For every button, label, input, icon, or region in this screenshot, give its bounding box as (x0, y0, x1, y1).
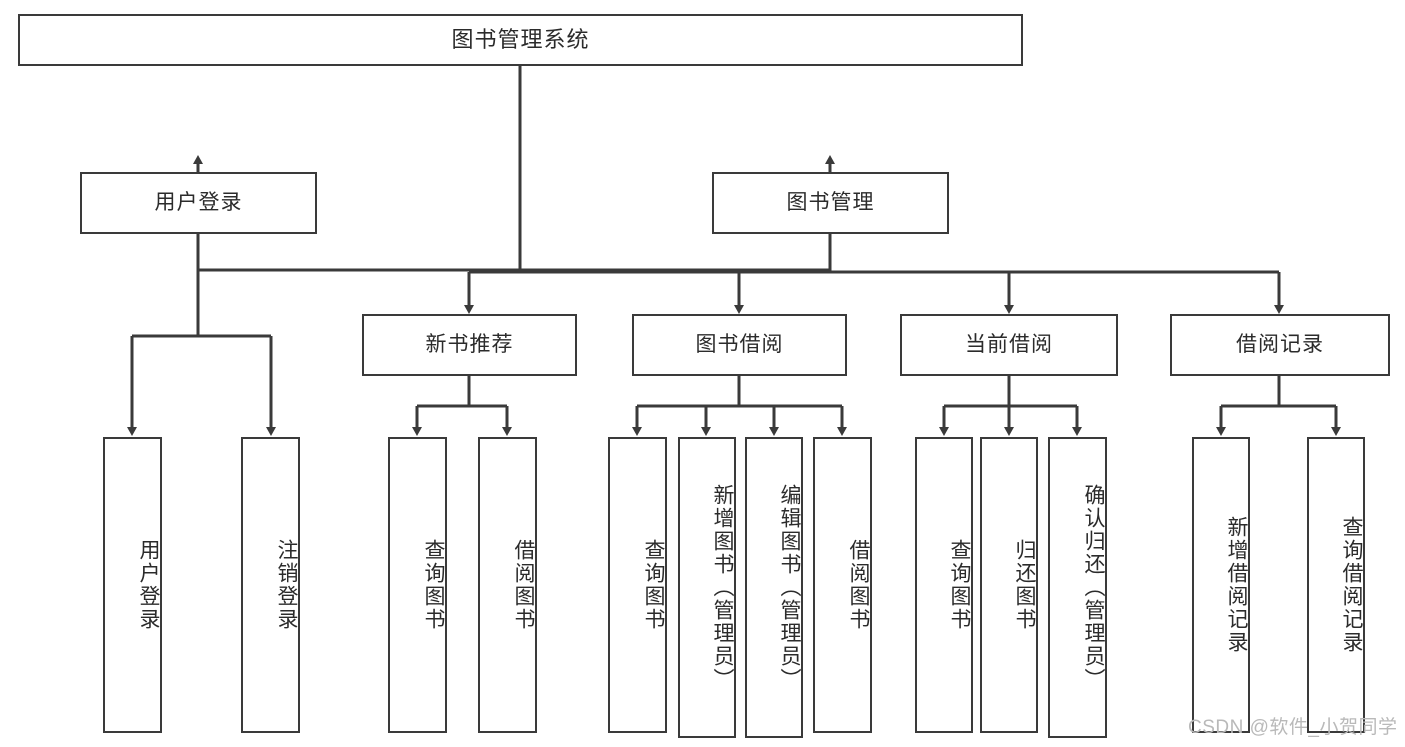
leaf-confirm-return-admin[interactable]: 确认归还（管理员） (1048, 437, 1107, 738)
leaf-borrow-query-book-label: 查询图书 (642, 539, 665, 631)
node-book-manage[interactable]: 图书管理 (712, 172, 949, 234)
leaf-new-book-query-label: 查询图书 (422, 539, 445, 631)
leaf-confirm-return-admin-label: 确认归还（管理员） (1082, 484, 1105, 691)
leaf-add-book-admin[interactable]: 新增图书（管理员） (678, 437, 736, 738)
leaf-return-book-label: 归还图书 (1013, 539, 1036, 631)
node-user-login-label: 用户登录 (154, 191, 243, 215)
leaf-query-borrow-record[interactable]: 查询借阅记录 (1307, 437, 1365, 733)
leaf-new-book-borrow[interactable]: 借阅图书 (478, 437, 537, 733)
node-borrow-record-label: 借阅记录 (1236, 333, 1324, 357)
leaf-add-book-admin-label: 新增图书（管理员） (711, 484, 734, 691)
leaf-edit-book-admin-label: 编辑图书（管理员） (778, 484, 801, 691)
leaf-new-book-borrow-label: 借阅图书 (512, 539, 535, 631)
leaf-logout[interactable]: 注销登录 (241, 437, 300, 733)
node-new-book-recommend-label: 新书推荐 (425, 333, 514, 357)
csdn-watermark: CSDN @软件_小贺同学 (1188, 717, 1398, 738)
leaf-new-book-query[interactable]: 查询图书 (388, 437, 447, 733)
leaf-return-book[interactable]: 归还图书 (980, 437, 1038, 733)
node-book-borrow[interactable]: 图书借阅 (632, 314, 847, 376)
leaf-current-query-book-label: 查询图书 (948, 539, 971, 631)
node-book-borrow-label: 图书借阅 (695, 333, 784, 357)
leaf-query-borrow-record-label: 查询借阅记录 (1340, 516, 1363, 654)
leaf-user-login-label: 用户登录 (137, 539, 160, 631)
node-current-borrow[interactable]: 当前借阅 (900, 314, 1118, 376)
node-book-manage-label: 图书管理 (786, 191, 875, 215)
leaf-add-borrow-record-label: 新增借阅记录 (1225, 516, 1248, 654)
node-root-label: 图书管理系统 (451, 26, 590, 52)
node-borrow-record[interactable]: 借阅记录 (1170, 314, 1390, 376)
leaf-borrow-book[interactable]: 借阅图书 (813, 437, 872, 733)
leaf-borrow-query-book[interactable]: 查询图书 (608, 437, 667, 733)
leaf-add-borrow-record[interactable]: 新增借阅记录 (1192, 437, 1250, 733)
node-root[interactable]: 图书管理系统 (18, 14, 1023, 66)
leaf-edit-book-admin[interactable]: 编辑图书（管理员） (745, 437, 803, 738)
leaf-logout-label: 注销登录 (275, 539, 298, 631)
node-user-login[interactable]: 用户登录 (80, 172, 317, 234)
node-new-book-recommend[interactable]: 新书推荐 (362, 314, 577, 376)
leaf-borrow-book-label: 借阅图书 (847, 539, 870, 631)
node-current-borrow-label: 当前借阅 (965, 333, 1053, 357)
leaf-current-query-book[interactable]: 查询图书 (915, 437, 973, 733)
leaf-user-login[interactable]: 用户登录 (103, 437, 162, 733)
